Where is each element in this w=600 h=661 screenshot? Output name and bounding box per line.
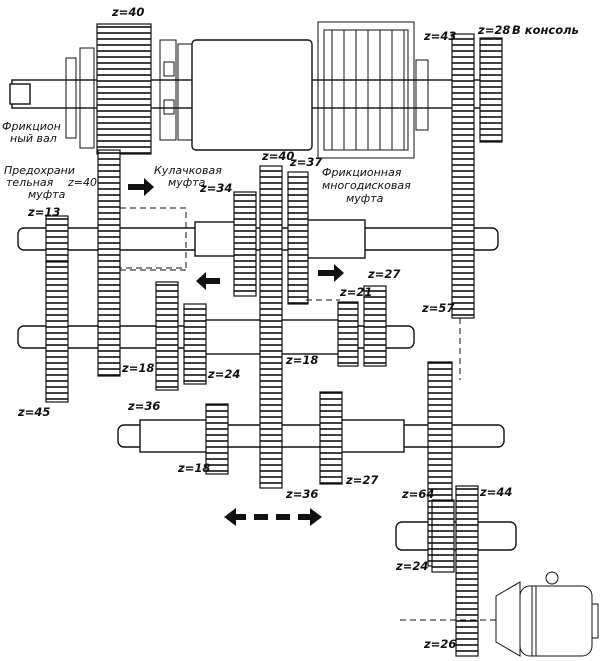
gear-z45 (45, 261, 69, 403)
gear-z40-top (96, 23, 152, 155)
gear-z36-left (155, 281, 179, 391)
second-shaft (17, 219, 499, 259)
label-cam-coupling-1: Кулачковая (154, 164, 222, 177)
label-z28-console: z=28 (477, 23, 510, 37)
safety-coupling-disc (65, 57, 77, 139)
gear-z13 (45, 215, 69, 263)
label-z27-top: z=27 (367, 267, 400, 281)
electric-motor (495, 571, 599, 657)
gear-z44 (455, 485, 479, 657)
gear-z24-mid (183, 303, 207, 385)
cam-coupling (159, 39, 193, 141)
label-cam-coupling-2: муфта (168, 176, 206, 189)
label-z18-left: z=18 (121, 361, 154, 375)
label-safety-coupling-3: муфта (28, 188, 66, 201)
shift-arrow-left (196, 272, 220, 290)
label-z64: z=64 (401, 487, 434, 501)
label-safety-coupling-1: Предохрани (4, 164, 75, 177)
label-z24-low: z=24 (395, 559, 428, 573)
label-z26: z=26 (423, 637, 456, 651)
gear-z34 (233, 191, 257, 297)
label-z21: z=21 (339, 285, 372, 299)
label-friction-shaft-2: ный вал (10, 132, 57, 145)
label-multidisc-2: многодисковая (322, 179, 411, 192)
label-z34: z=34 (199, 181, 232, 195)
gear-z27-low (319, 391, 343, 485)
shift-arrow-double-bottom (224, 508, 322, 526)
label-console: В консоль (512, 23, 579, 37)
gear-z21 (337, 301, 359, 367)
label-z40-b: z=40 (261, 149, 294, 163)
label-z40-top: z=40 (111, 5, 144, 19)
gear-z18-low (205, 403, 229, 475)
label-z44: z=44 (479, 485, 512, 499)
gear-z28-console (479, 37, 503, 143)
label-z37: z=37 (289, 155, 322, 169)
label-friction-shaft-1: Фрикцион (2, 120, 61, 133)
gear-z40-mid (97, 149, 121, 377)
label-z36-low: z=36 (285, 487, 318, 501)
label-z24-mid: z=24 (207, 367, 240, 381)
gear-z24-low (431, 499, 455, 573)
label-z45: z=45 (17, 405, 50, 419)
label-multidisc-3: муфта (346, 192, 384, 205)
shift-arrow-right-top (128, 178, 154, 196)
label-z13: z=13 (27, 205, 60, 219)
label-z40-mid: z=40 (67, 176, 97, 189)
gear-z27-top (363, 285, 387, 367)
cam-coupling-dashed (119, 207, 187, 269)
shift-arrow-right-mid (318, 264, 344, 282)
label-safety-coupling-2: тельная (6, 176, 54, 189)
label-z18-low: z=18 (177, 461, 210, 475)
label-z57: z=57 (421, 301, 454, 315)
label-z43: z=43 (423, 29, 456, 43)
friction-shaft (9, 39, 483, 151)
gear-z40-b (259, 165, 283, 489)
gear-z43 (451, 33, 475, 319)
multidisc-friction-clutch (317, 21, 429, 159)
label-z27-low: z=27 (345, 473, 378, 487)
label-z18-mid: z=18 (285, 353, 318, 367)
gear-z37 (287, 171, 309, 305)
label-multidisc-1: Фрикционная (322, 166, 402, 179)
label-z36-left: z=36 (127, 399, 160, 413)
